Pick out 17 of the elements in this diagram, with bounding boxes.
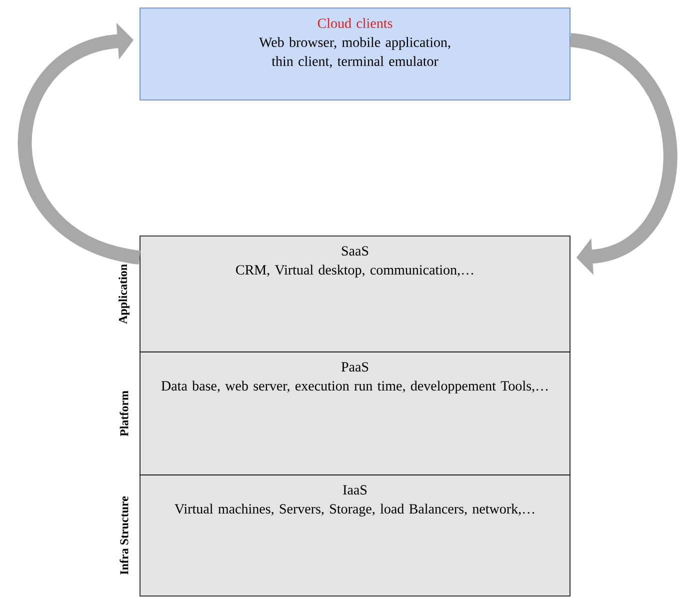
side-label: Infra Structure [120, 496, 128, 574]
node-label: CRM, Virtual desktop, communication,… [236, 264, 474, 278]
layer-band [140, 236, 570, 352]
client-box [140, 8, 570, 100]
node-label: SaaS [342, 246, 368, 256]
layer-band [140, 352, 570, 476]
side-label: Platform [120, 390, 128, 436]
node-label: Virtual machines, Servers, Storage, load Balancers, network,… [174, 504, 534, 516]
node-label: Web browser, mobile application, thin client, terminal emulator [259, 37, 450, 68]
node-label: IaaS [343, 485, 367, 495]
side-label: Application [118, 264, 130, 324]
node-label: PaaS [341, 362, 368, 372]
node-label: Data base, web server, execution run time, developpement Tools,… [161, 380, 548, 394]
curved-arrow [18, 22, 142, 264]
node-label: Cloud clients [318, 18, 392, 28]
layer-band [140, 474, 570, 596]
curved-arrow [568, 33, 678, 276]
